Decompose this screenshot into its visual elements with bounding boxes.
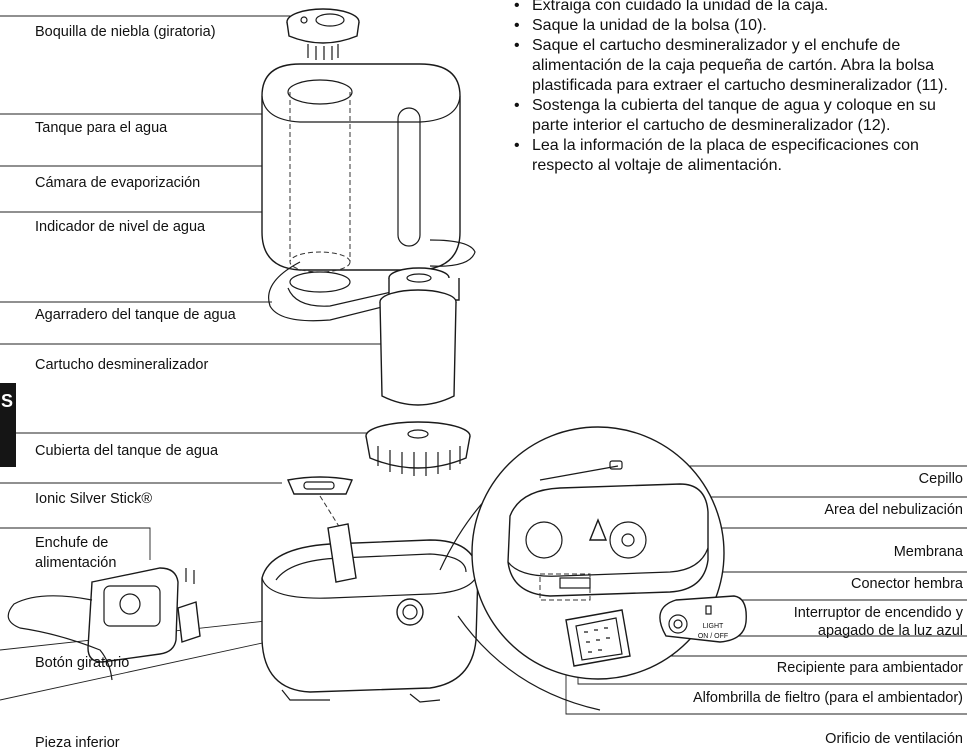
tank-cap-drawing — [365, 421, 471, 476]
label-silver-stick: Ionic Silver Stick® — [35, 491, 153, 507]
label-demineralization-cartridge: Cartucho desmineralizador — [35, 357, 209, 373]
water-tank-drawing — [261, 63, 476, 273]
switch-panel-drawing: LIGHT ON / OFF — [659, 595, 747, 643]
instruction-item: Lea la información de la placa de especi… — [512, 136, 962, 176]
fragrance-container-drawing — [565, 609, 631, 667]
label-felt-pad: Alfombrilla de fieltro (para el ambienta… — [693, 690, 963, 706]
label-rotary-knob: Botón giratorio — [35, 655, 130, 671]
label-female-connector: Conector hembra — [850, 576, 963, 592]
instruction-item: Saque la unidad de la bolsa (10). — [512, 16, 962, 36]
instruction-item: Saque el cartucho desmineralizador y el … — [512, 36, 962, 96]
magnified-detail-drawing — [439, 426, 725, 711]
label-membrane: Membrana — [893, 544, 963, 560]
section-tab-letter: S — [1, 391, 14, 411]
label-fragrance-container: Recipiente para ambientador — [776, 660, 963, 676]
label-switch-line1: Interruptor de encendido y — [793, 605, 963, 621]
label-water-level-indicator: Indicador de nivel de agua — [35, 219, 206, 235]
label-tank-handle: Agarradero del tanque de agua — [35, 307, 236, 323]
silver-stick-drawing — [287, 476, 361, 561]
label-base: Pieza inferior — [35, 735, 120, 751]
label-evaporation-chamber: Cámara de evaporización — [35, 175, 201, 191]
section-tab: S — [0, 383, 16, 467]
label-tank-cap: Cubierta del tanque de agua — [35, 443, 219, 459]
label-water-tank: Tanque para el agua — [35, 120, 168, 136]
label-brush: Cepillo — [918, 471, 963, 487]
base-unit-drawing — [261, 523, 479, 703]
label-switch-line2: apagado de la luz azul — [817, 623, 963, 639]
switch-panel-onoff-text: ON / OFF — [698, 633, 728, 640]
label-mist-nozzle: Boquilla de niebla (giratoria) — [35, 24, 216, 40]
label-vent: Orificio de ventilación — [825, 731, 963, 747]
power-plug-drawing — [7, 567, 201, 681]
mist-nozzle-drawing — [286, 8, 360, 60]
cartridge-drawing — [379, 267, 460, 406]
instruction-list: Extraiga con cuidado la unidad de la caj… — [512, 0, 962, 176]
label-power-plug-line2: alimentación — [35, 555, 117, 571]
switch-panel-light-text: LIGHT — [703, 623, 724, 630]
label-power-plug-line1: Enchufe de — [35, 535, 109, 551]
instruction-item: Extraiga con cuidado la unidad de la caj… — [512, 0, 962, 16]
label-nebulization-area: Area del nebulización — [824, 502, 963, 518]
instruction-item: Sostenga la cubierta del tanque de agua … — [512, 96, 962, 136]
